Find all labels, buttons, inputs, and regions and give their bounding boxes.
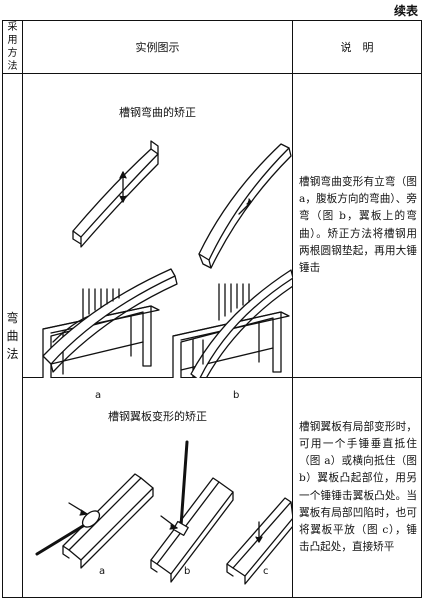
bench-a <box>42 268 178 378</box>
flange-fig-b <box>150 440 234 583</box>
channel-side-bend <box>198 143 292 269</box>
method-name: 弯曲法 <box>6 310 19 361</box>
description-cell-flange: 槽钢翼板有局部变形时，可用一个手锤垂直抵住（图 a）或横向抵住（图 b）翼板凸起… <box>292 377 422 598</box>
header-row: 采用方法 实例图示 说 明 <box>2 20 422 74</box>
description-text: 槽钢翼板有局部变形时，可用一个手锤垂直抵住（图 a）或横向抵住（图 b）翼板凸起… <box>299 420 417 554</box>
flange-fig-a <box>35 473 154 569</box>
flange-fig-c <box>226 497 293 585</box>
method-cell: 弯曲法 <box>2 73 23 598</box>
description-cell-bending: 槽钢弯曲变形有立弯（图 a，腹板方向的弯曲）、旁弯（图 b，翼板上的弯曲）。矫正… <box>292 73 422 378</box>
header-method: 采用方法 <box>2 20 23 74</box>
figure-title: 槽钢翼板变形的矫正 <box>108 410 207 423</box>
table-row: 弯曲法 槽钢弯曲的矫正 <box>2 73 422 598</box>
continued-label: 续表 <box>393 4 418 18</box>
figure-label-b: b <box>184 566 191 577</box>
bench-b <box>172 269 293 378</box>
figure-cell-bending: 槽钢弯曲的矫正 <box>22 73 293 401</box>
figure-label-a: a <box>99 566 106 577</box>
figure-title: 槽钢弯曲的矫正 <box>119 106 196 119</box>
description-text: 槽钢弯曲变形有立弯（图 a，腹板方向的弯曲）、旁弯（图 b，翼板上的弯曲）。矫正… <box>299 175 417 274</box>
flange-illustration <box>35 440 293 585</box>
table-row: 槽钢翼板变形的矫正 <box>3 377 422 598</box>
figure-cell-flange: 槽钢翼板变形的矫正 <box>22 377 293 598</box>
method-table: 采用方法 实例图示 说 明 弯曲法 槽钢弯曲的矫正 <box>2 20 422 598</box>
header-figure: 实例图示 <box>22 20 293 74</box>
channel-vertical-bend <box>72 140 159 248</box>
header-description: 说 明 <box>292 20 422 74</box>
bending-illustration <box>42 140 293 378</box>
figure-label-c: c <box>263 566 269 577</box>
